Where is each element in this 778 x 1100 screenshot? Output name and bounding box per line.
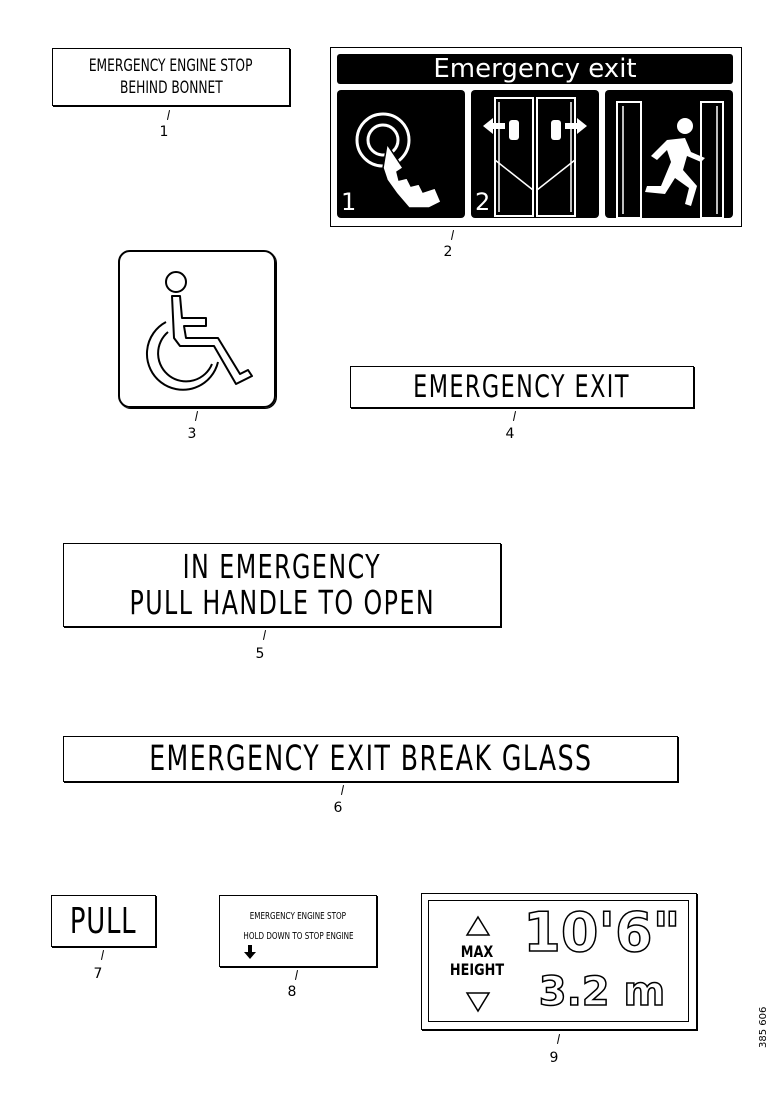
sign-emergency-exit-break-glass: EMERGENCY EXIT BREAK GLASS: [63, 736, 678, 782]
exit-step-1-number: 1: [341, 188, 357, 216]
exit-step-3-panel: [605, 90, 733, 218]
callout-number-4: 4: [505, 426, 515, 442]
leader-line-8: [294, 970, 299, 980]
sign-4-text: EMERGENCY EXIT: [413, 369, 631, 405]
sliding-doors-icon: [483, 97, 587, 217]
leader-line-2: [450, 230, 455, 240]
exit-title-bar: Emergency exit: [337, 54, 733, 84]
callout-number-6: 6: [333, 800, 343, 816]
triangle-up-icon: [465, 915, 491, 936]
max-label: MAX: [460, 942, 494, 961]
max-height-label: MAX HEIGHT: [437, 943, 517, 979]
sign-6-text: EMERGENCY EXIT BREAK GLASS: [148, 739, 593, 779]
exit-step-1-panel: 1: [337, 90, 465, 218]
running-person-icon: [616, 101, 724, 218]
leader-line-1: [166, 110, 171, 120]
sign-engine-stop-behind-bonnet: EMERGENCY ENGINE STOP BEHIND BONNET: [52, 48, 290, 106]
callout-number-1: 1: [159, 124, 169, 140]
press-button-icon: [355, 112, 442, 209]
leader-line-9: [556, 1034, 561, 1044]
leader-line-7: [100, 950, 105, 960]
exit-title: Emergency exit: [433, 54, 637, 84]
sign-5-line-2: PULL HANDLE TO OPEN: [129, 583, 435, 622]
sign-1-line-1: EMERGENCY ENGINE STOP: [89, 56, 253, 76]
callout-number-3: 3: [187, 426, 197, 442]
leader-line-5: [262, 630, 267, 640]
exit-step-2-number: 2: [475, 188, 491, 216]
sign-emergency-exit-pictogram: Emergency exit 1 2: [330, 47, 742, 227]
sign-8-line-2: HOLD DOWN TO STOP ENGINE: [242, 931, 354, 942]
callout-number-8: 8: [287, 984, 297, 1000]
leader-line-4: [512, 411, 517, 421]
wheelchair-icon: [145, 271, 253, 391]
callout-number-9: 9: [549, 1050, 559, 1066]
sign-8-line-1: EMERGENCY ENGINE STOP: [249, 911, 347, 922]
arrow-down-icon: [244, 945, 256, 959]
sign-pull-handle-to-open: IN EMERGENCY PULL HANDLE TO OPEN: [63, 543, 501, 627]
height-label: HEIGHT: [449, 960, 505, 979]
sign-7-text: PULL: [70, 900, 137, 942]
callout-number-2: 2: [443, 244, 453, 260]
sign-max-height: MAX HEIGHT 10'6" 3.2 m: [421, 893, 697, 1030]
figure-reference-code: 385 606: [758, 1006, 769, 1048]
sign-1-line-2: BEHIND BONNET: [119, 78, 223, 98]
imperial-height-value: 10'6": [523, 901, 682, 964]
sign-pull: PULL: [51, 895, 156, 947]
callout-number-5: 5: [255, 646, 265, 662]
leader-line-3: [194, 411, 199, 421]
triangle-down-icon: [465, 992, 491, 1013]
sign-5-line-1: IN EMERGENCY: [182, 547, 382, 586]
sign-emergency-exit: EMERGENCY EXIT: [350, 366, 694, 408]
sign-wheelchair-accessible: [118, 250, 276, 408]
sign-engine-stop-hold-down: EMERGENCY ENGINE STOP HOLD DOWN TO STOP …: [219, 895, 377, 967]
exit-step-2-panel: 2: [471, 90, 599, 218]
callout-number-7: 7: [93, 966, 103, 982]
leader-line-6: [340, 785, 345, 795]
max-height-inner-frame: MAX HEIGHT 10'6" 3.2 m: [428, 900, 689, 1022]
metric-height-value: 3.2 m: [538, 968, 666, 1016]
